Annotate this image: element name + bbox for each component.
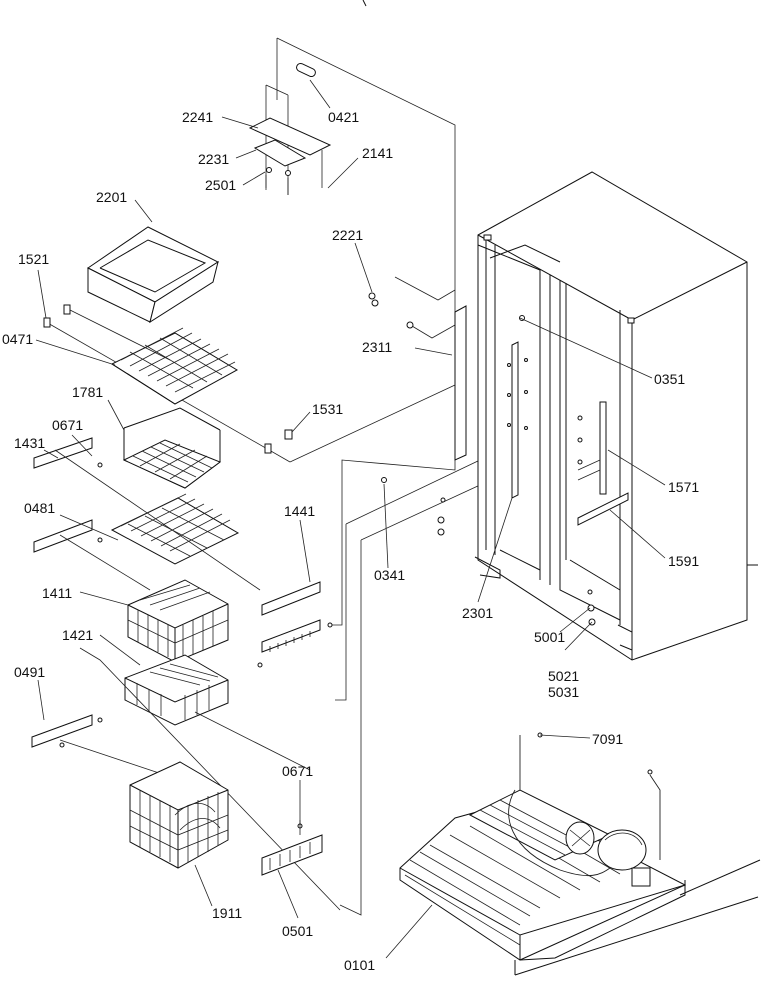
hinge-assembly xyxy=(248,62,376,300)
callout-0481: 0481 xyxy=(24,500,55,516)
wire-basket-lower xyxy=(129,761,229,869)
leader-lines xyxy=(35,79,666,959)
callout-2201: 2201 xyxy=(96,189,127,205)
callout-2501: 2501 xyxy=(205,177,236,193)
callout-0421: 0421 xyxy=(328,109,359,125)
wire-shelf-middle xyxy=(122,407,222,489)
callout-5031: 5031 xyxy=(548,684,579,700)
callout-5001: 5001 xyxy=(534,629,565,645)
callout-0341: 0341 xyxy=(374,567,405,583)
callout-labels: 0421 2241 2231 2141 2501 2201 2221 1521 … xyxy=(2,109,699,973)
callout-0501: 0501 xyxy=(282,923,313,939)
callout-1571: 1571 xyxy=(668,479,699,495)
shelf-bracket xyxy=(599,401,607,495)
callout-2301: 2301 xyxy=(462,605,493,621)
wire-shelf-lower xyxy=(110,493,240,565)
callout-0471: 0471 xyxy=(2,331,33,347)
wire-shelf-upper xyxy=(110,327,239,405)
callout-1411: 1411 xyxy=(42,585,72,601)
callout-0351: 0351 xyxy=(654,371,685,387)
callout-2231: 2231 xyxy=(198,151,229,167)
callout-1431: 1431 xyxy=(14,435,45,451)
callout-1531: 1531 xyxy=(312,401,343,417)
callout-7091: 7091 xyxy=(592,731,623,747)
tray xyxy=(87,226,220,324)
vertical-rail xyxy=(511,341,519,499)
callout-2241: 2241 xyxy=(182,109,213,125)
callout-1591: 1591 xyxy=(668,553,699,569)
callout-0671: 0671 xyxy=(52,417,83,433)
callout-0491: 0491 xyxy=(14,664,45,680)
callout-5021: 5021 xyxy=(548,668,579,684)
callout-2221: 2221 xyxy=(332,227,363,243)
callout-0101: 0101 xyxy=(344,957,375,973)
screws xyxy=(371,299,653,775)
callout-1521: 1521 xyxy=(18,251,49,267)
callout-1441: 1441 xyxy=(284,503,315,519)
callout-2141: 2141 xyxy=(362,145,393,161)
door-trim xyxy=(454,305,467,461)
cabinet xyxy=(474,171,758,661)
wire-basket-upper xyxy=(127,579,229,663)
machine-compartment xyxy=(399,735,761,976)
drawing-layer xyxy=(31,0,761,976)
callout-1911: 1911 xyxy=(212,905,242,921)
shelf-support xyxy=(577,492,629,526)
callout-1421: 1421 xyxy=(62,627,93,643)
wire-basket-middle xyxy=(124,654,229,726)
callout-1781: 1781 xyxy=(72,384,103,400)
callout-0671-b: 0671 xyxy=(282,763,313,779)
callout-2311: 2311 xyxy=(362,339,392,355)
